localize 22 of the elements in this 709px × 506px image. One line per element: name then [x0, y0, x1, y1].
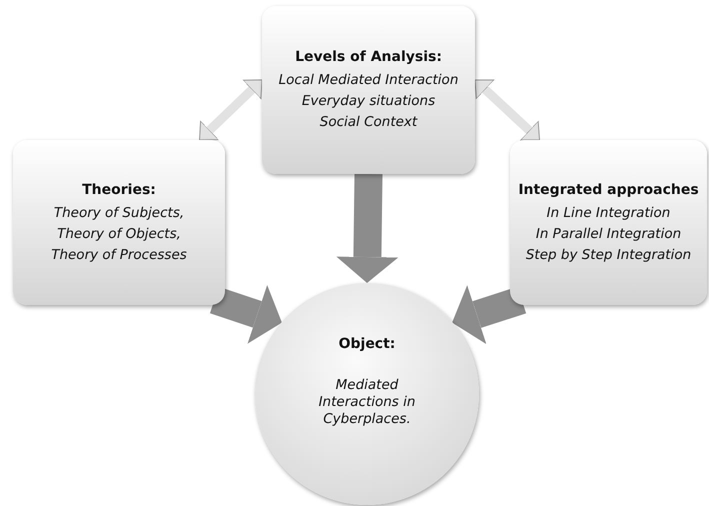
- heading-text: Theories:: [82, 182, 156, 198]
- item-text: Theory of Objects,: [57, 226, 181, 242]
- double-arrow: [199, 79, 262, 140]
- item-text: In Parallel Integration: [536, 226, 682, 242]
- double-arrow: [474, 79, 540, 141]
- item-text: In Line Integration: [546, 204, 670, 222]
- block-arrow: [210, 285, 282, 344]
- item-text: Theory of Subjects,: [54, 204, 184, 222]
- block-arrow: [336, 174, 398, 283]
- heading-text: Integrated approaches: [518, 182, 699, 198]
- concept-box: [262, 6, 475, 174]
- concept-box: [13, 140, 225, 305]
- heading-text: Object:: [338, 336, 396, 353]
- heading-text: Levels of Analysis:: [295, 49, 442, 66]
- block-arrow: [452, 285, 526, 344]
- item-text: Theory of Processes: [51, 246, 187, 264]
- item-text: Local Mediated Interaction: [278, 72, 458, 89]
- item-text: Step by Step Integration: [526, 246, 692, 264]
- item-text: Mediated Interactions in Cyberplaces.: [318, 377, 416, 428]
- concept-box: [510, 140, 707, 305]
- item-text: Everyday situations: [302, 93, 436, 110]
- item-text: Social Context: [320, 114, 418, 131]
